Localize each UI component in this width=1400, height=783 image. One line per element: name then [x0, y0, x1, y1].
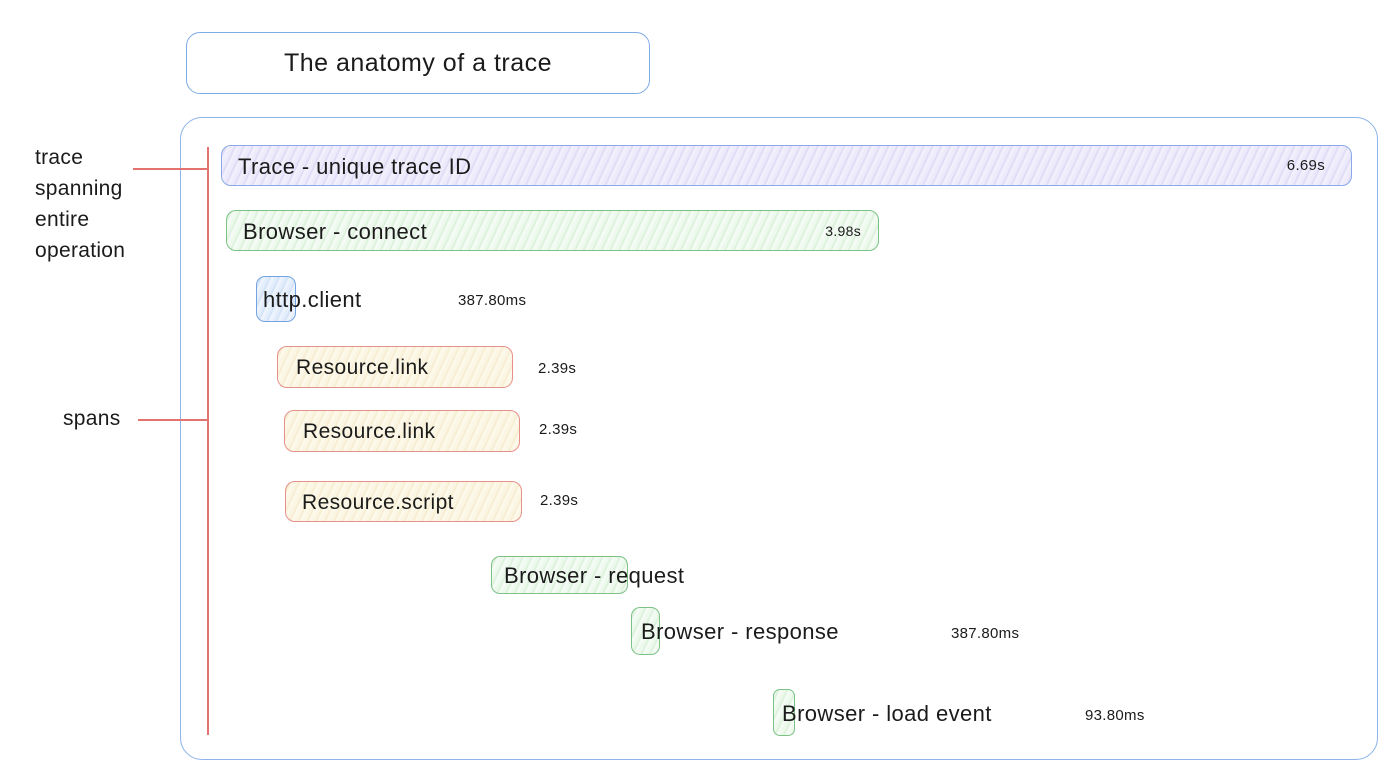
- browser-connect-span-bar: [226, 210, 879, 251]
- annotation-line: entire: [35, 208, 90, 231]
- resource-link-1-duration: 2.39s: [538, 360, 577, 377]
- http-client-span-bar: [256, 276, 296, 322]
- annotation-line: operation: [35, 239, 126, 262]
- diagram-title: The anatomy of a trace: [283, 48, 553, 77]
- trace-span-label: Trace - unique trace ID: [238, 154, 472, 179]
- browser-request-span-bar: [491, 556, 628, 594]
- browser-response-label: Browser - response: [641, 619, 839, 644]
- resource-script-duration: 2.39s: [540, 492, 579, 509]
- browser-connect-duration: 3.98s: [825, 223, 861, 239]
- spans-bracket-line: [207, 147, 209, 735]
- resource-link-1-label: Resource.link: [296, 356, 429, 379]
- resource-script-span-bar: [285, 481, 522, 522]
- resource-link-2-span-bar: [284, 410, 520, 452]
- connector-line-spans: [138, 419, 209, 421]
- trace-span-bar: [221, 145, 1352, 186]
- resource-link-2-label: Resource.link: [303, 420, 436, 443]
- http-client-label: http.client: [263, 287, 362, 312]
- browser-request-label: Browser - request: [504, 563, 685, 588]
- browser-load-event-span-bar: [773, 689, 795, 736]
- resource-script-label: Resource.script: [302, 491, 454, 514]
- title-box: The anatomy of a trace: [186, 32, 650, 94]
- resource-link-1-span-bar: [277, 346, 513, 388]
- annotation-line: trace: [35, 146, 84, 169]
- trace-span-duration: 6.69s: [1286, 157, 1325, 174]
- browser-connect-label: Browser - connect: [243, 219, 428, 244]
- http-client-duration: 387.80ms: [458, 292, 527, 309]
- browser-response-duration: 387.80ms: [951, 625, 1020, 642]
- browser-load-event-label: Browser - load event: [782, 701, 992, 726]
- browser-response-span-bar: [631, 607, 660, 655]
- browser-load-event-duration: 93.80ms: [1085, 707, 1145, 724]
- connector-line-trace: [133, 168, 209, 170]
- annotation-trace-spanning: trace spanning entire operation: [35, 142, 125, 266]
- resource-link-2-duration: 2.39s: [539, 421, 578, 438]
- annotation-spans: spans: [63, 407, 121, 430]
- annotation-line: spanning: [35, 177, 123, 200]
